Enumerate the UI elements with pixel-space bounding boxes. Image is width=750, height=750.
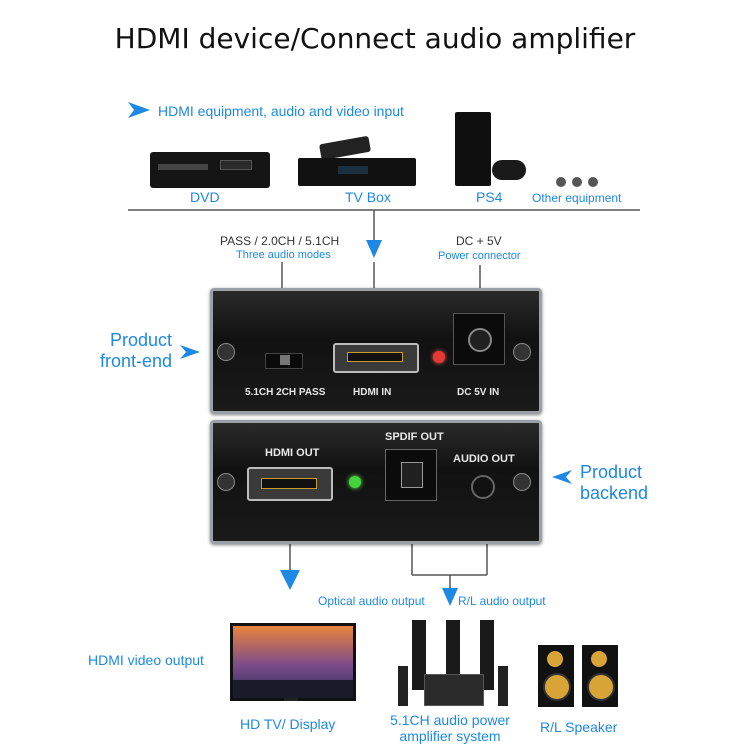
audio-jack-port — [471, 475, 495, 499]
tv-display-image — [230, 623, 356, 701]
arrow-down-icon — [366, 240, 382, 258]
right-speaker-image — [582, 645, 618, 707]
mode-switch[interactable] — [265, 353, 303, 369]
dc-power-jack — [453, 313, 505, 365]
arrow-right-icon — [180, 345, 200, 359]
device-label-tvbox: TV Box — [345, 189, 391, 205]
dot-icon — [556, 177, 566, 187]
switch-label: 5.1CH 2CH PASS — [245, 387, 326, 398]
green-led-indicator — [349, 476, 361, 488]
video-output-label: HDMI video output — [88, 652, 204, 668]
amplifier-label: 5.1CH audio power amplifier system — [390, 712, 510, 744]
device-label-dvd: DVD — [190, 189, 220, 205]
mode-title: PASS / 2.0CH / 5.1CH — [220, 234, 340, 248]
device-label-other: Other equipment — [532, 191, 622, 205]
mode-subtitle: Three audio modes — [236, 249, 331, 261]
red-led-indicator — [433, 351, 445, 363]
back-side-label: Product backend — [580, 462, 649, 503]
front-side-label: Product front-end — [99, 330, 172, 371]
left-speaker-image — [538, 645, 574, 707]
screw-icon — [513, 343, 531, 361]
arrow-right-icon — [128, 102, 150, 118]
rl-output-label: R/L audio output — [458, 594, 546, 608]
spdif-out-label: SPDIF OUT — [385, 431, 444, 443]
audio-out-label: AUDIO OUT — [453, 453, 515, 465]
arrow-down-icon — [442, 588, 458, 606]
controller-image — [492, 160, 526, 180]
tv-stand — [284, 698, 298, 701]
hdmi-out-port — [247, 467, 333, 501]
tv-label: HD TV/ Display — [240, 716, 336, 732]
spdif-optical-port — [385, 449, 437, 501]
dot-icon — [588, 177, 598, 187]
speaker-label: R/L Speaker — [540, 719, 618, 735]
tv-box-image — [298, 158, 416, 186]
screw-icon — [513, 473, 531, 491]
hdmi-out-label: HDMI OUT — [265, 447, 320, 459]
dvd-player-image — [150, 152, 270, 188]
hdmi-in-port — [333, 343, 419, 373]
arrow-left-icon — [552, 470, 572, 484]
screw-icon — [217, 343, 235, 361]
optical-output-label: Optical audio output — [318, 594, 425, 608]
dot-icon — [572, 177, 582, 187]
page-title: HDMI device/Connect audio amplifier — [114, 22, 636, 55]
device-label-ps4: PS4 — [476, 189, 503, 205]
power-subtitle: Power connector — [438, 250, 521, 262]
product-front-panel: 5.1CH 2CH PASS HDMI IN DC 5V IN — [210, 288, 542, 414]
dc-in-label: DC 5V IN — [457, 387, 500, 398]
amplifier-system-image — [398, 620, 508, 708]
screw-icon — [217, 473, 235, 491]
ps4-console-image — [455, 112, 491, 186]
input-label: HDMI equipment, audio and video input — [158, 103, 404, 119]
product-back-panel: HDMI OUT SPDIF OUT AUDIO OUT — [210, 420, 542, 544]
power-title: DC + 5V — [456, 234, 502, 248]
hdmi-in-label: HDMI IN — [353, 387, 392, 398]
arrow-down-icon — [280, 570, 300, 590]
